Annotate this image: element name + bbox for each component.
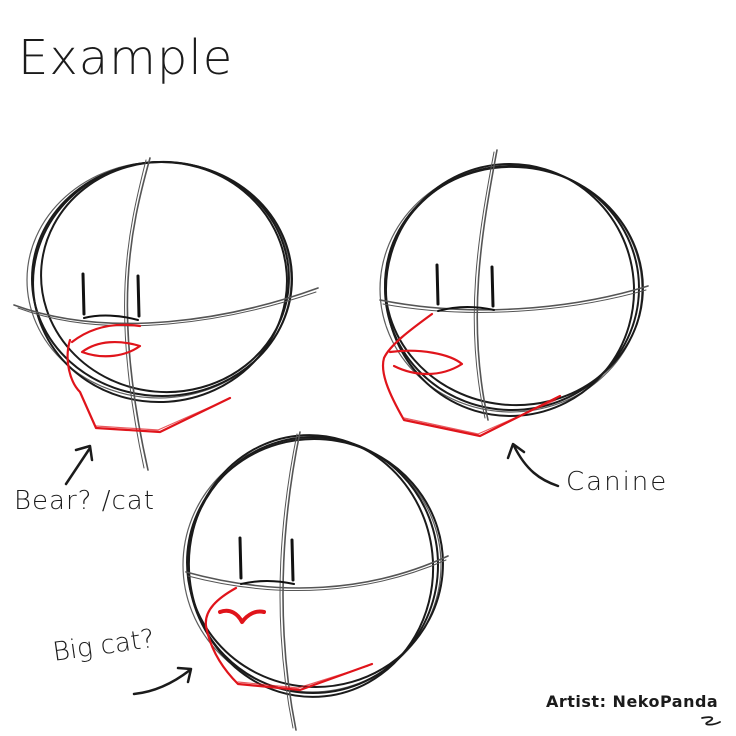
construction-lines (13, 157, 319, 471)
page-title: Example (18, 30, 234, 86)
arrow-big-cat (132, 666, 193, 696)
arrow-canine (506, 442, 560, 488)
signature-squiggle (701, 716, 721, 726)
head-sketch-canine (379, 149, 649, 438)
construction-lines (185, 431, 449, 731)
muzzle-big-cat (204, 586, 374, 692)
head-sketch-big-cat (182, 431, 449, 731)
construction-lines (379, 149, 649, 421)
muzzle-bear-cat (66, 323, 232, 434)
artist-credit: Artist: NekoPanda (546, 692, 719, 711)
head-circle (379, 163, 644, 417)
muzzle-canine (381, 312, 562, 438)
head-circle (26, 160, 293, 404)
eye-marks (238, 536, 295, 585)
label-canine: Canine (566, 467, 669, 497)
eye-marks (81, 272, 141, 321)
arrow-bear-cat (64, 444, 94, 486)
eye-marks (435, 263, 495, 312)
head-circle (182, 434, 444, 698)
head-sketch-bear-cat (13, 157, 319, 471)
label-bear-cat: Bear? /cat (14, 486, 155, 516)
